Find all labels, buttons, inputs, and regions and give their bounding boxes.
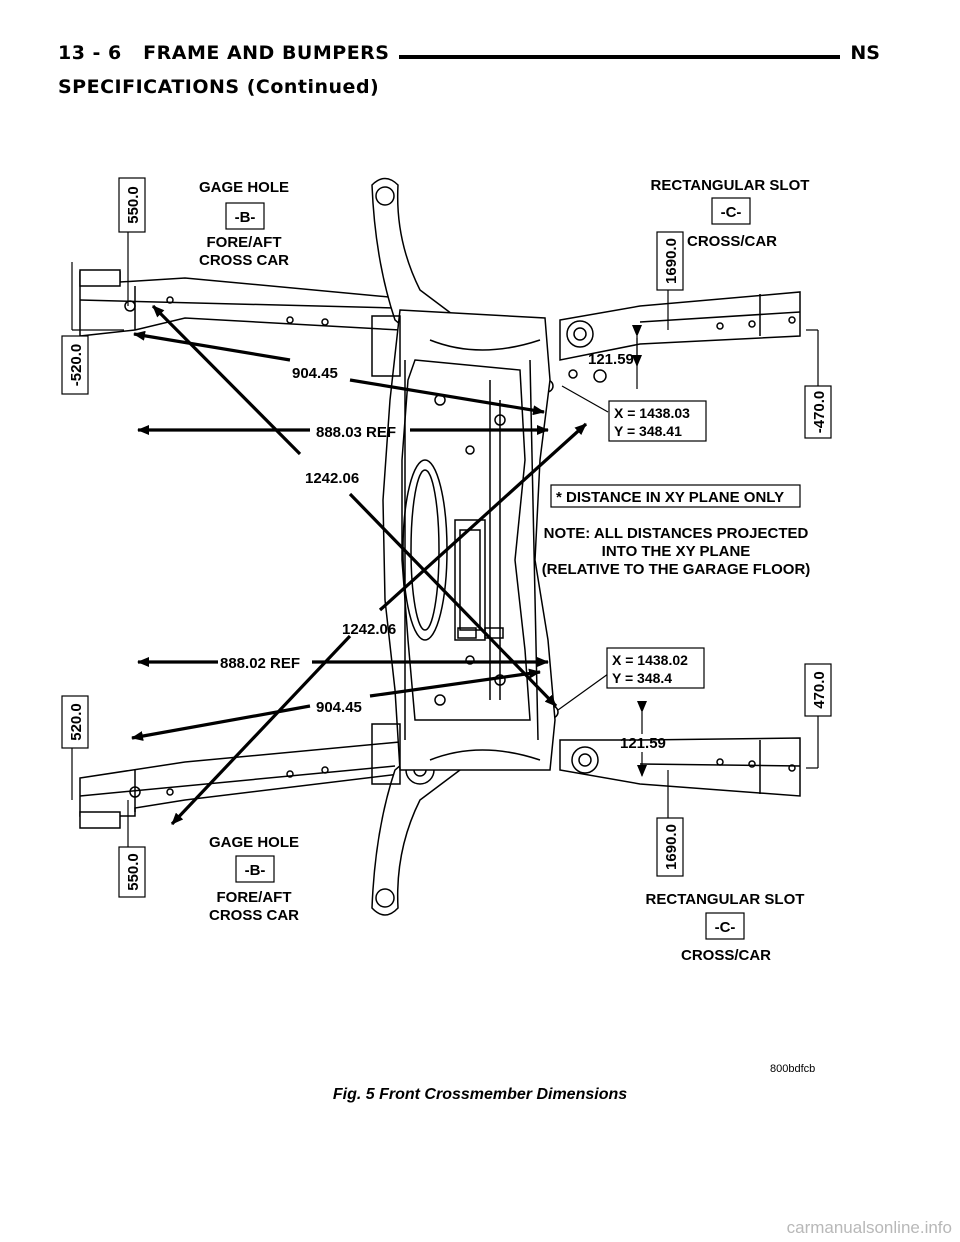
dim-top-1690-box bbox=[656, 231, 684, 291]
top-gage-hole-desc-1: FORE/AFT bbox=[207, 234, 282, 251]
note-line-2: INTO THE XY PLANE bbox=[602, 543, 751, 560]
watermark: carmanualsonline.info bbox=[786, 1218, 952, 1237]
top-slot-title: RECTANGULAR SLOT bbox=[651, 177, 810, 194]
dim-bottom-1242: 1242.06 bbox=[342, 621, 396, 638]
dim-top-neg470: -470.0 bbox=[811, 391, 828, 434]
dim-bottom-904: 904.45 bbox=[316, 699, 362, 716]
subheader: SPECIFICATIONS (Continued) bbox=[58, 76, 380, 98]
dim-bottom-470: 470.0 bbox=[811, 671, 828, 709]
dim-top-121: 121.59 bbox=[588, 351, 634, 368]
bottom-slot-ref-box bbox=[705, 912, 745, 940]
page-number: 13 - 6 bbox=[58, 42, 122, 64]
bottom-slot-ref: -C- bbox=[715, 919, 736, 936]
dim-bottom-550-box bbox=[118, 846, 146, 898]
dim-top-550-box bbox=[118, 177, 146, 233]
figure-code: 800bdfcb bbox=[770, 1063, 815, 1075]
bottom-gage-hole-desc-2: CROSS CAR bbox=[209, 907, 299, 924]
bottom-gage-hole-desc-1: FORE/AFT bbox=[217, 889, 292, 906]
header-rule bbox=[58, 55, 872, 59]
dim-top-1242: 1242.06 bbox=[305, 470, 359, 487]
top-gage-hole-title: GAGE HOLE bbox=[199, 179, 289, 196]
bottom-gage-hole-ref: -B- bbox=[245, 862, 266, 879]
xy-note: * DISTANCE IN XY PLANE ONLY bbox=[556, 489, 784, 506]
dim-bottom-470-box bbox=[804, 663, 832, 717]
frame-drawing bbox=[79, 177, 801, 916]
dim-top-888: 888.03 REF bbox=[316, 424, 396, 441]
bottom-gage-hole-ref-box bbox=[235, 855, 275, 883]
xy-note-box bbox=[550, 484, 801, 508]
dim-top-1690: 1690.0 bbox=[663, 238, 680, 284]
dim-top-904: 904.45 bbox=[292, 365, 338, 382]
dim-bottom-888: 888.02 REF bbox=[220, 655, 300, 672]
dim-bottom-121: 121.59 bbox=[620, 735, 666, 752]
dim-top-neg520: -520.0 bbox=[68, 344, 85, 387]
coord-bottom-x: X = 1438.02 bbox=[612, 652, 688, 668]
top-slot-ref-box bbox=[711, 197, 751, 225]
dim-top-neg520-box bbox=[61, 335, 89, 395]
dim-top-550: 550.0 bbox=[125, 186, 142, 224]
dim-top-neg470-box bbox=[804, 385, 832, 439]
coord-top-x: X = 1438.03 bbox=[614, 405, 690, 421]
bottom-gage-hole-title: GAGE HOLE bbox=[209, 834, 299, 851]
coord-top-box bbox=[608, 400, 707, 442]
header-model: NS bbox=[840, 42, 880, 64]
coord-bottom-y: Y = 348.4 bbox=[612, 670, 672, 686]
coord-top-y: Y = 348.41 bbox=[614, 423, 682, 439]
dim-bottom-520-box bbox=[61, 695, 89, 749]
dim-bottom-1690-box bbox=[656, 817, 684, 877]
header-section-title: 13 - 6 FRAME AND BUMPERS bbox=[58, 42, 400, 64]
figure-caption: Fig. 5 Front Crossmember Dimensions bbox=[332, 1086, 628, 1103]
dim-bottom-1690: 1690.0 bbox=[663, 824, 680, 870]
coord-bottom-box bbox=[606, 647, 705, 689]
note-line-3: (RELATIVE TO THE GARAGE FLOOR) bbox=[542, 561, 811, 578]
top-slot-ref: -C- bbox=[721, 204, 742, 221]
top-slot-desc: CROSS/CAR bbox=[687, 233, 777, 250]
section-name: FRAME AND BUMPERS bbox=[143, 42, 390, 64]
note-line-1: NOTE: ALL DISTANCES PROJECTED bbox=[544, 525, 809, 542]
measurement-arrows bbox=[131, 304, 588, 826]
top-gage-hole-desc-2: CROSS CAR bbox=[199, 252, 289, 269]
dim-bottom-520: 520.0 bbox=[68, 703, 85, 741]
top-gage-hole-ref-box bbox=[225, 202, 265, 230]
bottom-slot-title: RECTANGULAR SLOT bbox=[646, 891, 805, 908]
top-gage-hole-ref: -B- bbox=[235, 209, 256, 226]
bottom-slot-desc: CROSS/CAR bbox=[681, 947, 771, 964]
dim-bottom-550: 550.0 bbox=[125, 853, 142, 891]
